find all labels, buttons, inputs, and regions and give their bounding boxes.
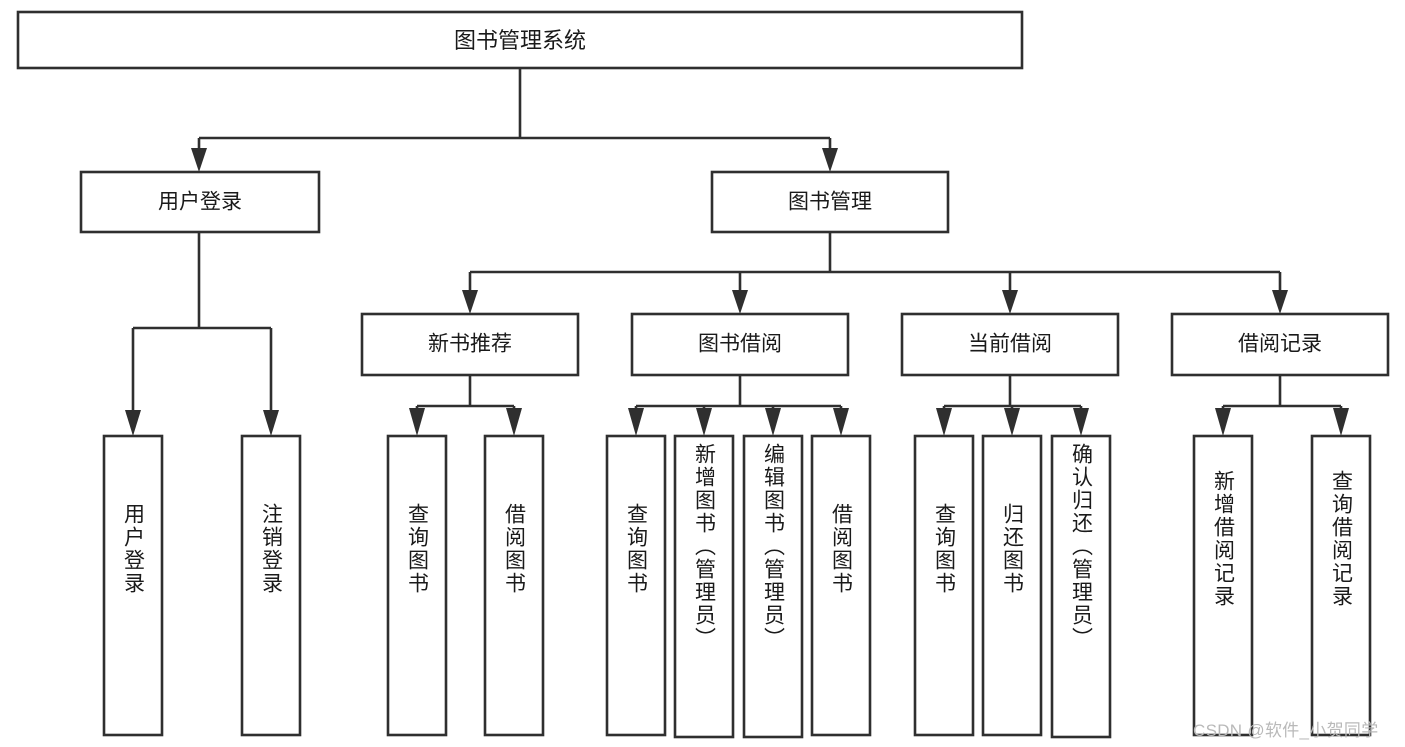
leaf-box-bb-edit-book[interactable] [742,434,804,739]
arrowhead-book-borrow [732,290,748,314]
leaf-box-cb-return-book[interactable] [981,434,1043,737]
label-book-management: 图书管理 [788,191,872,214]
leaf-box-user-login[interactable] [102,434,164,737]
leaf-box-br-add-record[interactable] [1192,434,1254,737]
leaf-box-cb-query-book[interactable] [913,434,975,737]
csdn-watermark: CSDN @软件_小贺同学 [1193,721,1379,740]
root-label: 图书管理系统 [454,28,586,53]
node-user-login[interactable] [79,170,321,234]
arrowhead-cb-leaf-2 [1004,408,1020,436]
leaf-box-nb-query-book[interactable] [386,434,448,737]
arrowhead-leaf-logout [263,410,279,436]
leaf-box-br-query-record[interactable] [1310,434,1372,737]
arrowhead-user-login [191,148,207,172]
node-borrow-record[interactable] [1170,312,1390,377]
arrowhead-br-leaf-1 [1215,408,1231,436]
node-root[interactable] [16,10,1024,70]
arrowhead-new-book [462,290,478,314]
arrowhead-cb-leaf-1 [936,408,952,436]
node-book-management[interactable] [710,170,950,234]
label-current-borrow: 当前借阅 [968,333,1052,356]
arrowhead-current-borrow [1002,290,1018,314]
leaf-box-cb-confirm-return[interactable] [1050,434,1112,739]
node-current-borrow[interactable] [900,312,1120,377]
node-new-book-recommend[interactable] [360,312,580,377]
node-labels: 图书管理系统 用户登录 图书管理 新书推荐 图书借阅 当前借阅 借阅记录 [158,28,1322,356]
arrowhead-leaf-user-login [125,410,141,436]
leaf-box-nb-borrow-book[interactable] [483,434,545,737]
connectors [125,68,1349,436]
arrowhead-nb-leaf-2 [506,408,522,436]
label-borrow-record: 借阅记录 [1238,333,1322,356]
leaf-box-bb-query-book[interactable] [605,434,667,737]
arrowhead-cb-leaf-3 [1073,408,1089,436]
node-book-borrow[interactable] [630,312,850,377]
node-boxes [16,10,1390,739]
arrowhead-bb-leaf-3 [765,408,781,436]
label-user-login: 用户登录 [158,191,242,214]
arrowhead-borrow-record [1272,290,1288,314]
arrowhead-br-leaf-2 [1333,408,1349,436]
arrowhead-bb-leaf-4 [833,408,849,436]
leaf-box-logout[interactable] [240,434,302,737]
leaf-box-bb-add-book[interactable] [673,434,735,739]
label-book-borrow: 图书借阅 [698,333,782,356]
arrowhead-bb-leaf-1 [628,408,644,436]
arrowhead-nb-leaf-1 [409,408,425,436]
leaf-box-bb-borrow-book[interactable] [810,434,872,737]
label-new-book-recommend: 新书推荐 [428,333,512,356]
arrowhead-bb-leaf-2 [696,408,712,436]
arrowhead-book-mgmt [822,148,838,172]
